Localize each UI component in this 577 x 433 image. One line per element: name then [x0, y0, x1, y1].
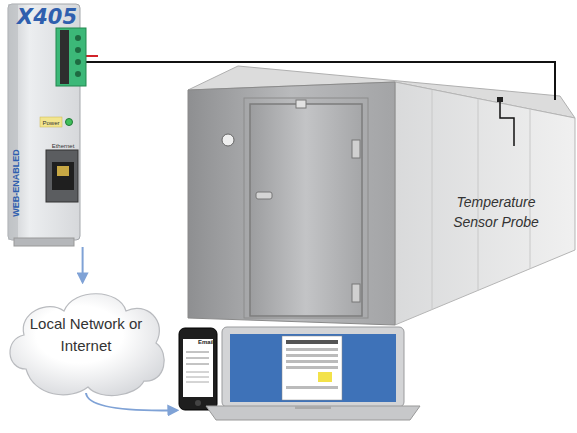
flow-arrow: [86, 393, 177, 410]
table-row: [286, 348, 338, 351]
smartphone: [179, 328, 217, 410]
cloud-outline: [10, 294, 164, 396]
email-field: [186, 358, 209, 359]
web-header: [286, 340, 338, 344]
door-hinge: [352, 140, 360, 158]
terminal-screw: [75, 59, 81, 65]
probe-gland: [497, 97, 503, 102]
network-cloud: Local Network or Internet: [4, 283, 168, 401]
laptop-lid: [222, 327, 404, 407]
panel-seam: [530, 109, 531, 269]
terminal-plug: [60, 30, 69, 84]
din-clip: [14, 238, 74, 246]
email-body: [186, 372, 209, 373]
door-latch: [296, 100, 306, 108]
email-body: [186, 377, 209, 378]
product-label: WEB-ENABLED: [11, 138, 23, 228]
laptop-notch: [295, 406, 331, 409]
phone-screen: [183, 339, 213, 397]
cooler-front: [188, 82, 395, 325]
email-title: Email: [196, 339, 214, 345]
ethernet-pins: [57, 166, 69, 176]
terminal-screw: [75, 47, 81, 53]
cooler-door: [250, 104, 362, 316]
table-row: [286, 386, 338, 389]
io-module: X405PowerWEB-ENABLED Ethernet: [5, 2, 85, 245]
web-page: [282, 336, 342, 400]
door-frame: [244, 98, 368, 318]
table-row: [286, 366, 338, 369]
sensor-wire: [84, 62, 555, 100]
phone-node: Email: [178, 326, 218, 412]
door-handle: [256, 192, 272, 199]
ethernet-port: [46, 150, 78, 202]
email-field: [186, 352, 209, 353]
laptop-base: [206, 406, 420, 420]
table-row: [286, 360, 338, 363]
power-led: [66, 119, 73, 126]
led-label: Power: [40, 118, 62, 128]
thermometer-dial: [222, 134, 234, 146]
table-row: [286, 354, 338, 357]
cloud-label: Local Network or Internet: [26, 313, 146, 357]
flow-arrow: [82, 247, 84, 282]
probe-label: Temperature Sensor Probe: [448, 192, 544, 232]
ethernet-socket: [52, 162, 74, 190]
cooler-side: [395, 82, 575, 325]
email-body: [186, 382, 209, 383]
terminal-screw: [75, 35, 81, 41]
panel-seam: [432, 90, 433, 310]
laptop-screen: [230, 334, 396, 402]
phone-button: [195, 400, 201, 406]
terminal-screw: [75, 71, 81, 77]
power-label-plate: [40, 117, 62, 127]
status-cell: [318, 372, 332, 382]
email-field: [186, 364, 209, 365]
door-hinge: [352, 284, 360, 302]
temperature-probe: [500, 100, 514, 146]
terminal-block: [56, 28, 86, 86]
port-label: Ethernet: [46, 143, 80, 149]
brand-logo: X405: [17, 5, 75, 29]
